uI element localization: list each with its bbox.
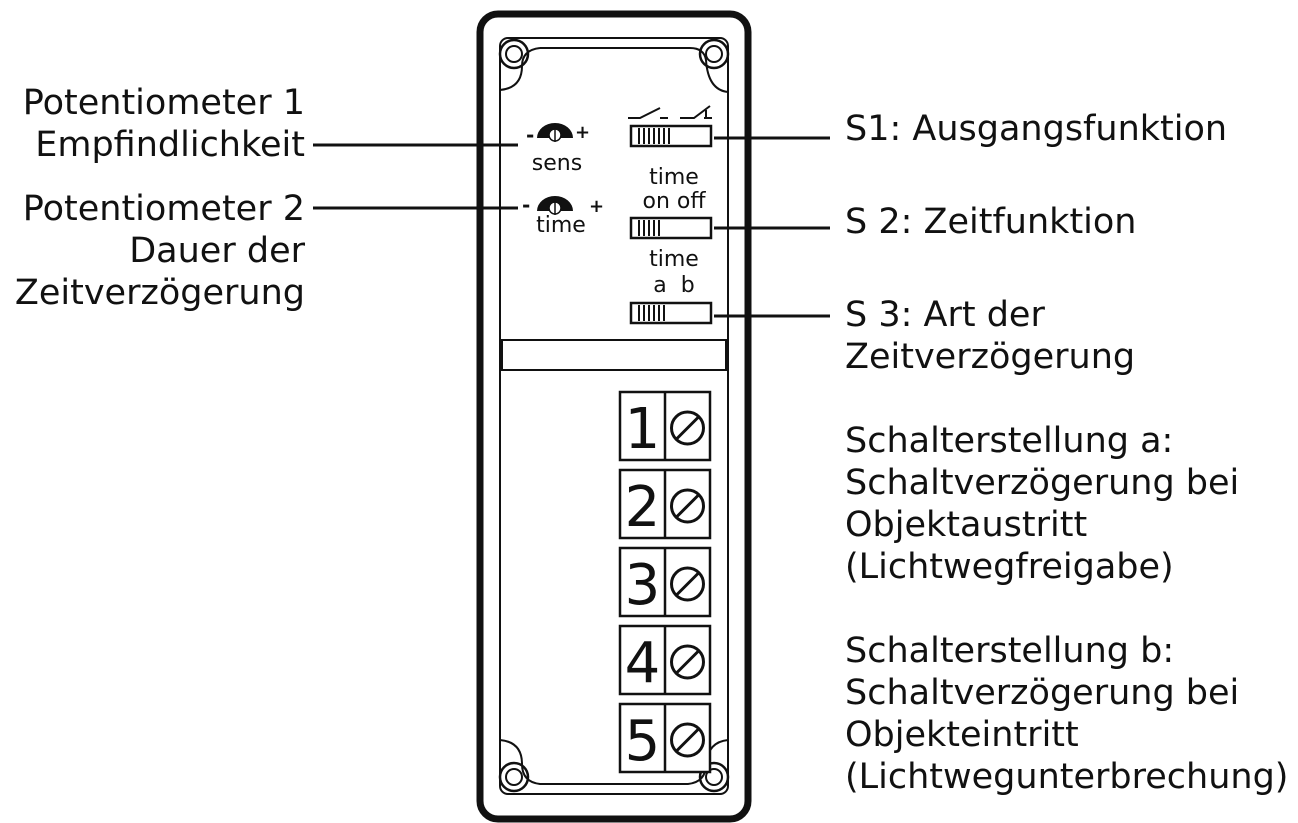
pot1-caption: sens [532,151,582,176]
label-s2: S 2: Zeitfunktion [845,202,1137,242]
terminal-3[interactable]: 3 [618,546,712,618]
label-position-a: Schalterstellung a: Schaltverzögerung be… [845,421,1240,587]
s3-body [629,301,713,325]
mounting-hole-bottom-left [498,761,530,793]
s1-symbol-no-icon [628,107,668,119]
s2-slider [638,220,660,236]
s1-symbol-nc-icon [680,105,712,119]
label-position-b: Schalterstellung b: Schaltverzögerung be… [845,631,1289,797]
label-potentiometer-2: Potentiometer 2 Dauer der Zeitverzögerun… [14,189,305,313]
pot2-minus: - [522,193,530,217]
terminal-block: 1 2 3 4 5 [618,390,712,774]
separator-band [501,339,727,371]
s3-slider [638,305,665,321]
switch-s2[interactable]: time on off [629,165,713,240]
pot2-plus: + [589,196,604,217]
pot2-caption: time [536,213,586,238]
screw-slot [675,649,700,675]
screw-icon [670,722,705,758]
housing-outer [476,10,752,823]
mounting-hole-bottom-right [698,761,730,793]
label-s3: S 3: Art der Zeitverzögerung [845,295,1136,377]
screw-icon [670,488,705,524]
terminal-number: 1 [625,397,661,462]
switch-s1[interactable] [628,105,713,148]
s1-body [629,124,713,148]
potentiometer-2[interactable]: - + time [522,193,604,238]
top-panel-outline [540,47,729,93]
terminal-5[interactable]: 5 [618,702,712,774]
screw-slot [675,415,700,441]
terminal-number: 4 [625,631,661,696]
label-potentiometer-1: Potentiometer 1 Empfindlichkeit [22,83,305,165]
terminal-1[interactable]: 1 [618,390,712,462]
s2-body [629,216,713,240]
mounting-hole-top-left [498,38,530,70]
screw-icon [670,410,705,446]
terminal-2[interactable]: 2 [618,468,712,540]
mounting-hole-top-right [698,38,730,70]
pot1-plus: + [575,122,590,143]
screw-slot [675,727,700,753]
s3-caption-line1: time [649,247,699,272]
terminal-4[interactable]: 4 [618,624,712,696]
pot1-minus: - [526,123,534,147]
screw-icon [670,644,705,680]
terminal-number: 2 [625,475,661,540]
s3-caption-line2: a b [653,273,694,298]
label-s1: S1: Ausgangsfunktion [845,109,1228,149]
s2-caption-line1: time [649,165,699,190]
potentiometer-1[interactable]: - + sens [526,122,590,176]
housing-inner [499,37,729,795]
terminal-number: 5 [625,709,661,774]
terminal-number: 3 [625,553,661,618]
s2-caption-line2: on off [642,189,706,214]
s1-slider [638,128,670,144]
switch-s3[interactable]: time a b [629,247,713,325]
screw-slot [675,493,700,519]
screw-slot [675,571,700,597]
screw-icon [670,566,705,602]
